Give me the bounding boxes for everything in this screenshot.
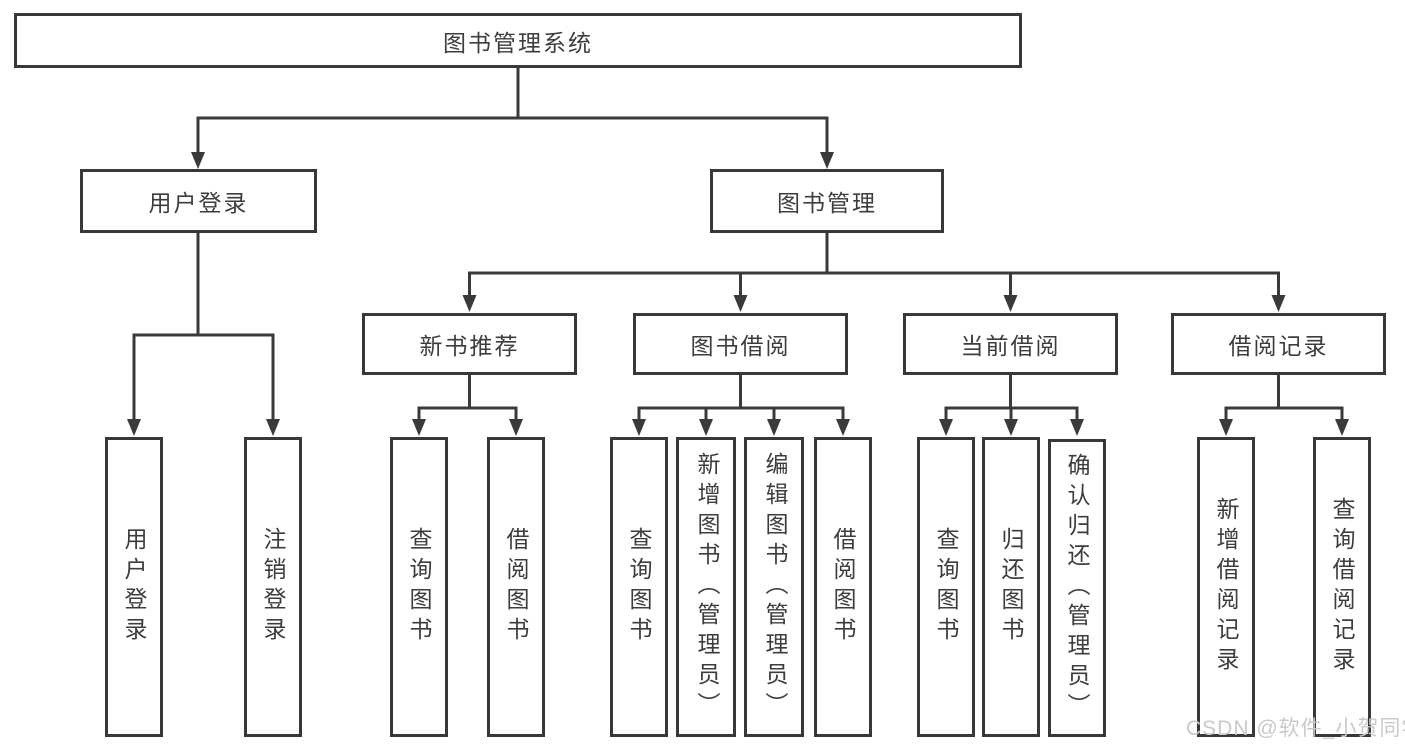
leaf-logout: 注销登录 xyxy=(244,437,302,737)
connector-arrowheads xyxy=(127,152,1349,436)
leaf-borrow-add-book-admin: 新增图书（管理员） xyxy=(676,437,736,737)
leaf-newbook-borrow-books: 借阅图书 xyxy=(487,437,545,737)
leaf-borrow-query-books: 查询图书 xyxy=(610,437,668,737)
leaf-borrow-borrow-books: 借阅图书 xyxy=(814,437,872,737)
leaf-current-confirm-return-admin: 确认归还（管理员） xyxy=(1048,439,1106,737)
leaf-newbook-query-books: 查询图书 xyxy=(390,437,448,737)
leaf-current-query-books: 查询图书 xyxy=(917,437,975,737)
connector-stems xyxy=(132,68,1344,420)
node-root-library-system: 图书管理系统 xyxy=(14,13,1022,68)
node-new-book-recommend: 新书推荐 xyxy=(362,313,577,375)
node-book-management: 图书管理 xyxy=(710,169,944,233)
leaf-borrow-edit-book-admin: 编辑图书（管理员） xyxy=(744,437,804,737)
leaf-records-query-record: 查询借阅记录 xyxy=(1313,437,1371,737)
node-user-login: 用户登录 xyxy=(80,169,317,233)
node-book-borrow: 图书借阅 xyxy=(633,313,848,375)
node-current-borrow: 当前借阅 xyxy=(903,313,1118,375)
node-borrow-records: 借阅记录 xyxy=(1171,313,1386,375)
leaf-records-add-record: 新增借阅记录 xyxy=(1197,437,1255,737)
leaf-current-return-books: 归还图书 xyxy=(982,437,1040,737)
csdn-watermark: CSDN @软件_小贺同学 xyxy=(1186,717,1405,740)
leaf-user-login: 用户登录 xyxy=(105,437,163,737)
